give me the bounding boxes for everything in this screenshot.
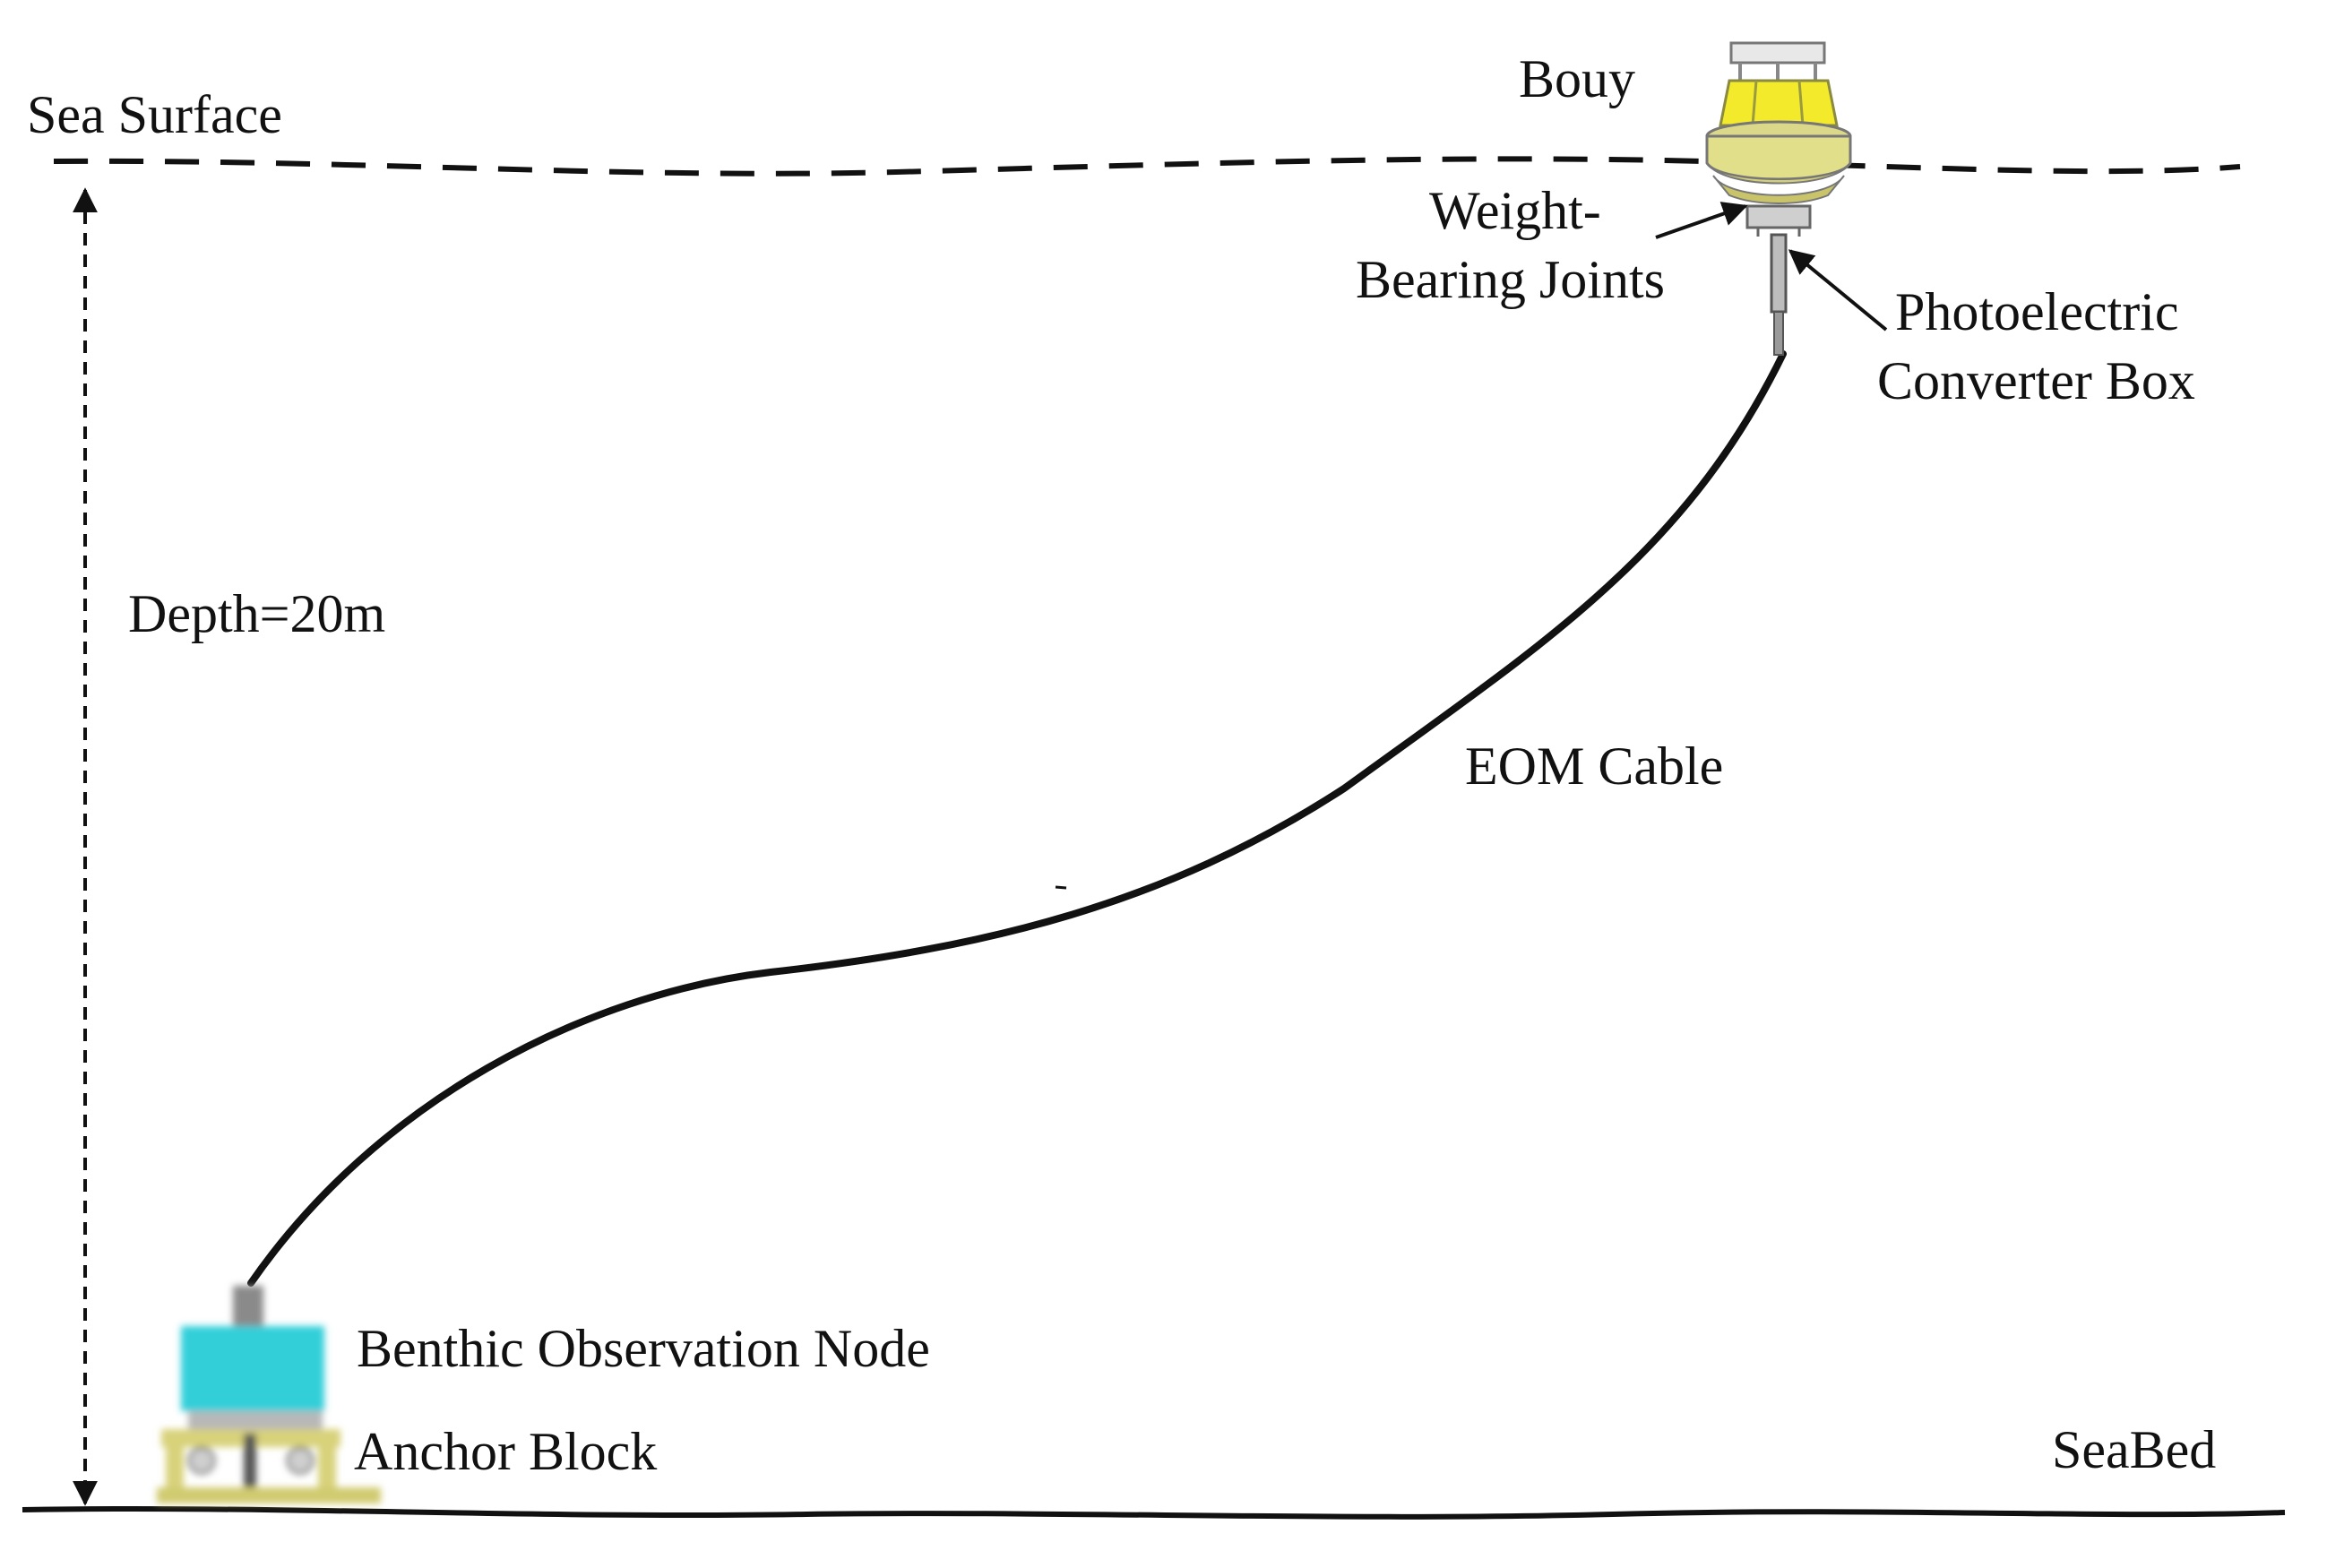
photoelectric-label-line2: Converter Box bbox=[1877, 351, 2195, 410]
anchor-block-label: Anchor Block bbox=[354, 1422, 657, 1481]
seabed-label: SeaBed bbox=[2052, 1420, 2216, 1479]
sea-surface-label: Sea Surface bbox=[27, 85, 282, 144]
photoelectric-pointer bbox=[1788, 249, 1888, 332]
benthic-node-drawing bbox=[157, 1286, 381, 1503]
weight-bearing-pointer bbox=[1655, 202, 1748, 239]
sea-surface-line bbox=[53, 156, 2241, 177]
cable-speck bbox=[1055, 885, 1067, 890]
weight-bearing-label-line2: Bearing Joints bbox=[1356, 250, 1665, 309]
depth-label: Depth=20m bbox=[128, 584, 385, 643]
buoy-label: Bouy bbox=[1519, 49, 1635, 108]
eom-cable-label: EOM Cable bbox=[1465, 737, 1723, 796]
buoy-drawing bbox=[1705, 41, 1852, 356]
benthic-node-label: Benthic Observation Node bbox=[357, 1319, 930, 1378]
eom-cable bbox=[247, 350, 1787, 1287]
photoelectric-label-line1: Photoelectric bbox=[1895, 282, 2179, 341]
weight-bearing-label-line1: Weight- bbox=[1429, 181, 1601, 240]
seabed-line bbox=[22, 1505, 2286, 1520]
